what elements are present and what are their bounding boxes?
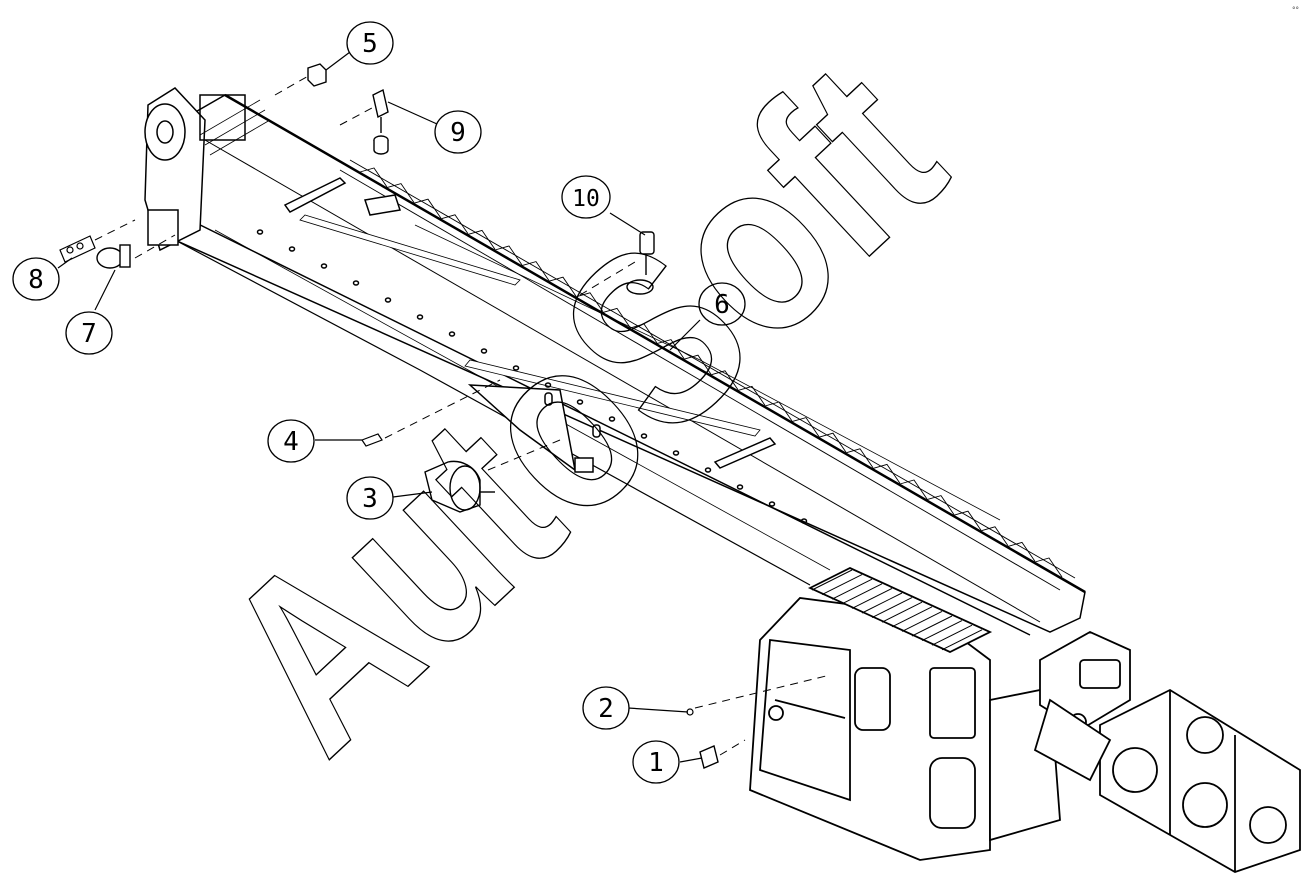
boom-hole — [736, 484, 744, 490]
lattice-segment — [1034, 557, 1063, 578]
boom-hole — [288, 246, 296, 252]
callout-6-label: 6 — [714, 290, 730, 320]
lattice-segment — [899, 479, 928, 500]
lattice-segment — [953, 510, 982, 531]
boom-hole — [576, 399, 584, 405]
boom-hole — [320, 263, 328, 269]
roof-grill-bar — [821, 574, 863, 596]
boom-hole — [512, 365, 520, 371]
callout-3: 3 — [346, 476, 394, 520]
operator-cab — [749, 567, 993, 861]
boom-hole — [384, 297, 392, 303]
callout-3-label: 3 — [362, 484, 378, 514]
callout-4: 4 — [267, 419, 315, 463]
turret-frame — [989, 630, 1301, 873]
part-4-connector — [361, 433, 383, 447]
lattice-segment — [548, 276, 577, 297]
boom-hole — [544, 382, 552, 388]
callout-8: 8 — [12, 257, 60, 301]
boom-head — [144, 87, 271, 252]
roof-grill-bar — [941, 629, 983, 651]
lattice-segment — [602, 307, 631, 328]
callout-5-label: 5 — [362, 29, 378, 59]
roof-grill-bar — [851, 587, 893, 609]
boom-hole — [672, 450, 680, 456]
callout-2: 2 — [582, 686, 630, 730]
boom-hole — [352, 280, 360, 286]
lattice-segment — [980, 526, 1009, 547]
callout-10-label: 10 — [572, 186, 600, 212]
roof-grill-bar — [861, 592, 903, 614]
roof-grill-bar — [841, 583, 883, 605]
boom-hole — [256, 229, 264, 235]
roof-grill-bar — [871, 597, 913, 619]
part-9-sensor — [372, 88, 389, 155]
roof-grill-bar — [911, 615, 953, 637]
lattice-segment — [818, 432, 847, 453]
boom-hole — [608, 416, 616, 422]
boom-hole — [768, 501, 776, 507]
part-1-switch — [699, 745, 719, 769]
part-10-sensor — [626, 231, 655, 295]
roof-grill-bar — [831, 578, 873, 600]
roof-grill-bar — [811, 569, 853, 591]
lattice-segment — [494, 245, 523, 266]
part-3-drum — [424, 460, 495, 513]
callout-7: 7 — [65, 311, 113, 355]
corner-mark: °° — [1292, 6, 1299, 14]
boom-hole — [448, 331, 456, 337]
lattice-segment — [359, 167, 388, 188]
roof-grill-bar — [931, 624, 973, 646]
lattice-segment — [872, 463, 901, 484]
lattice-segment — [737, 385, 766, 406]
lattice-segment — [467, 229, 496, 250]
callout-2-label: 2 — [598, 694, 614, 724]
lattice-segment — [791, 417, 820, 437]
boom-hole — [640, 433, 648, 439]
lattice-segment — [1007, 541, 1036, 562]
lattice-segment — [521, 261, 550, 281]
lattice-segment — [386, 183, 415, 203]
part-8-bracket — [59, 235, 96, 263]
lattice-segment — [845, 448, 874, 469]
lattice-segment — [926, 495, 955, 515]
callout-6: 6 — [698, 282, 746, 326]
callout-4-label: 4 — [283, 427, 299, 457]
assembly-lines — [94, 74, 831, 756]
lattice-segment — [575, 292, 604, 313]
lattice-segment — [440, 214, 469, 235]
callout-1: 1 — [632, 740, 680, 784]
lattice-segment — [683, 354, 712, 375]
boom-hole — [416, 314, 424, 320]
boom-hole — [800, 518, 808, 524]
roof-grill-bar — [901, 610, 943, 632]
lattice-segment — [413, 198, 442, 219]
telescopic-boom — [174, 93, 1086, 636]
part-7-light — [96, 244, 131, 269]
callout-1-label: 1 — [648, 748, 664, 778]
boom-hole — [704, 467, 712, 473]
callout-5: 5 — [346, 21, 394, 65]
roof-grill-bar — [921, 620, 963, 642]
boom-hole — [480, 348, 488, 354]
roof-grill-bar — [881, 601, 923, 623]
lattice-segment — [629, 323, 658, 344]
lattice-segment — [710, 370, 739, 391]
callout-10: 10 — [561, 175, 611, 219]
leader-lines — [57, 51, 703, 763]
part-5-block — [307, 63, 327, 87]
callout-9: 9 — [434, 110, 482, 154]
callout-9-label: 9 — [450, 118, 466, 148]
roof-grill-bar — [891, 606, 933, 628]
callout-7-label: 7 — [81, 319, 97, 349]
callout-8-label: 8 — [28, 265, 44, 295]
